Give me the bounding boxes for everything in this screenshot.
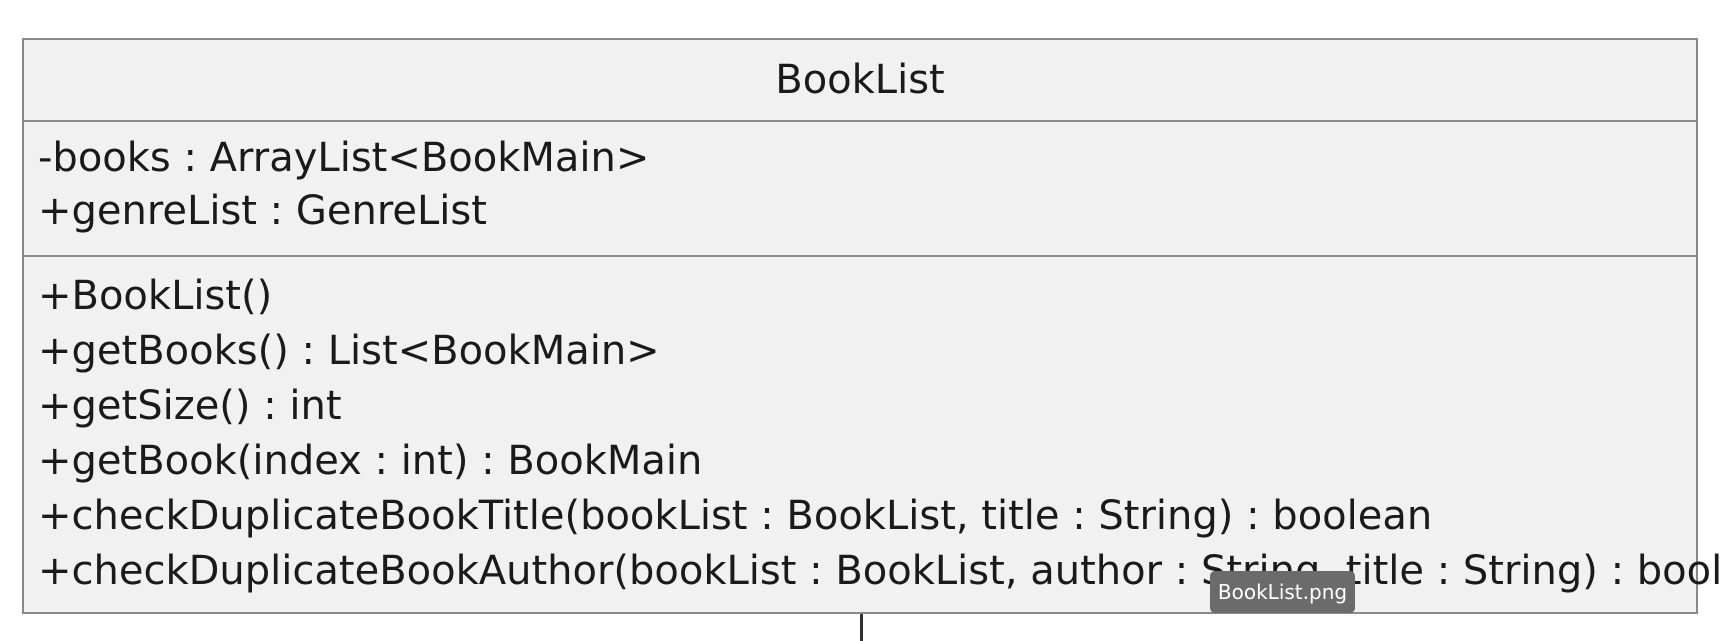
operation-get-books: +getBooks() : List<BookMain>	[38, 328, 660, 374]
operation-get-book: +getBook(index : int) : BookMain	[38, 438, 703, 484]
filename-tooltip: BookList.png	[1210, 571, 1355, 613]
uml-class-box: BookList -books : ArrayList<BookMain> +g…	[22, 38, 1723, 614]
attributes-compartment: -books : ArrayList<BookMain> +genreList …	[24, 122, 1696, 257]
operation-get-size: +getSize() : int	[38, 383, 342, 429]
attribute-books: -books : ArrayList<BookMain>	[38, 135, 650, 181]
class-name: BookList	[24, 40, 1696, 122]
operation-check-duplicate-title: +checkDuplicateBookTitle(bookList : Book…	[38, 493, 1433, 539]
operation-constructor: +BookList()	[38, 273, 273, 319]
attribute-genre-list: +genreList : GenreList	[38, 188, 487, 234]
operations-compartment: +BookList() +getBooks() : List<BookMain>…	[24, 257, 1723, 599]
operation-check-duplicate-author: +checkDuplicateBookAuthor(bookList : Boo…	[38, 548, 1723, 594]
connector-line	[860, 614, 863, 641]
